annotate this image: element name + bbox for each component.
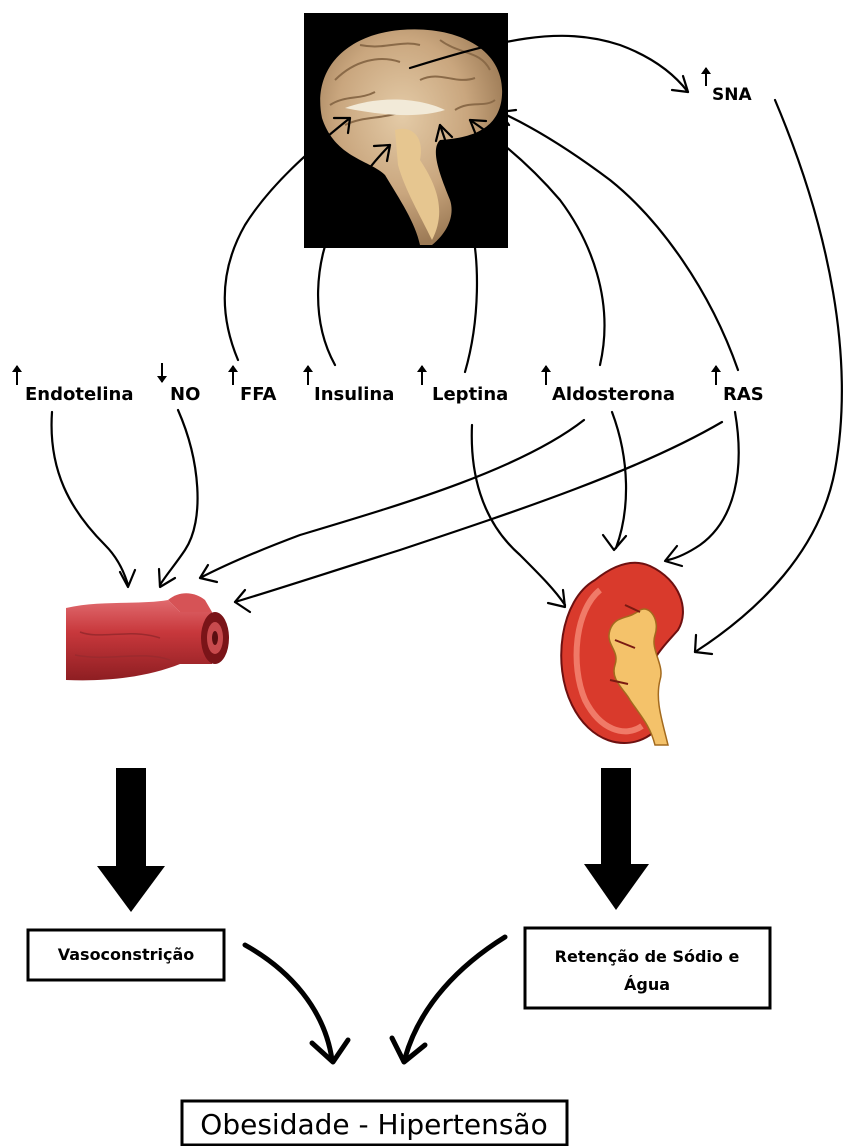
arrow-vasoconstriction-to-outcome (245, 945, 332, 1060)
factor-label: NO (170, 384, 200, 405)
arrow-leptina-to-kidney (472, 425, 565, 605)
factor-ras: RAS (711, 365, 764, 405)
factor-label: Insulina (314, 384, 394, 405)
arrow-head-aldosterona-kidney (603, 535, 626, 550)
vasoconstriction-box: Vasoconstrição (28, 930, 224, 980)
factor-aldosterona: Aldosterona (541, 365, 675, 405)
outcome-text: Obesidade - Hipertensão (200, 1108, 547, 1141)
arrow-ras-to-kidney (668, 412, 739, 560)
factor-ffa: FFA (228, 365, 277, 405)
factor-label: FFA (240, 384, 277, 405)
factor-endotelina: Endotelina (12, 365, 133, 405)
arrow-no-to-vessel (160, 410, 198, 585)
arrow-aldosterona-to-vessel (200, 420, 584, 578)
arrow-retention-to-outcome (405, 937, 505, 1058)
factor-leptina: Leptina (417, 365, 508, 405)
retention-text-line2: Água (624, 975, 670, 994)
arrow-sna-to-kidney (695, 100, 842, 652)
big-arrow-right (584, 768, 649, 910)
big-arrow-left (97, 768, 165, 912)
blood-vessel-image (66, 593, 229, 680)
retention-box: Retenção de Sódio e Água (525, 928, 770, 1008)
sna-label: SNA (701, 67, 752, 105)
arrow-head-endotelina (120, 570, 135, 587)
outcome-box: Obesidade - Hipertensão (182, 1101, 567, 1145)
factor-label: RAS (723, 384, 764, 405)
vasoconstriction-text: Vasoconstrição (58, 945, 195, 964)
factor-no: NO (157, 363, 200, 405)
arrow-head-ras-vessel (235, 590, 250, 612)
factor-label: Leptina (432, 384, 508, 405)
arrow-aldosterona-to-kidney (612, 412, 626, 548)
kidney-image (561, 563, 683, 745)
retention-text-line1: Retenção de Sódio e (555, 947, 740, 966)
factor-label: Endotelina (25, 384, 133, 405)
arrow-endotelina-to-vessel (52, 412, 128, 585)
factor-label: Aldosterona (552, 384, 675, 405)
arrow-ras-to-brain (500, 112, 738, 370)
factor-insulina: Insulina (303, 365, 394, 405)
sna-text: SNA (712, 85, 752, 105)
